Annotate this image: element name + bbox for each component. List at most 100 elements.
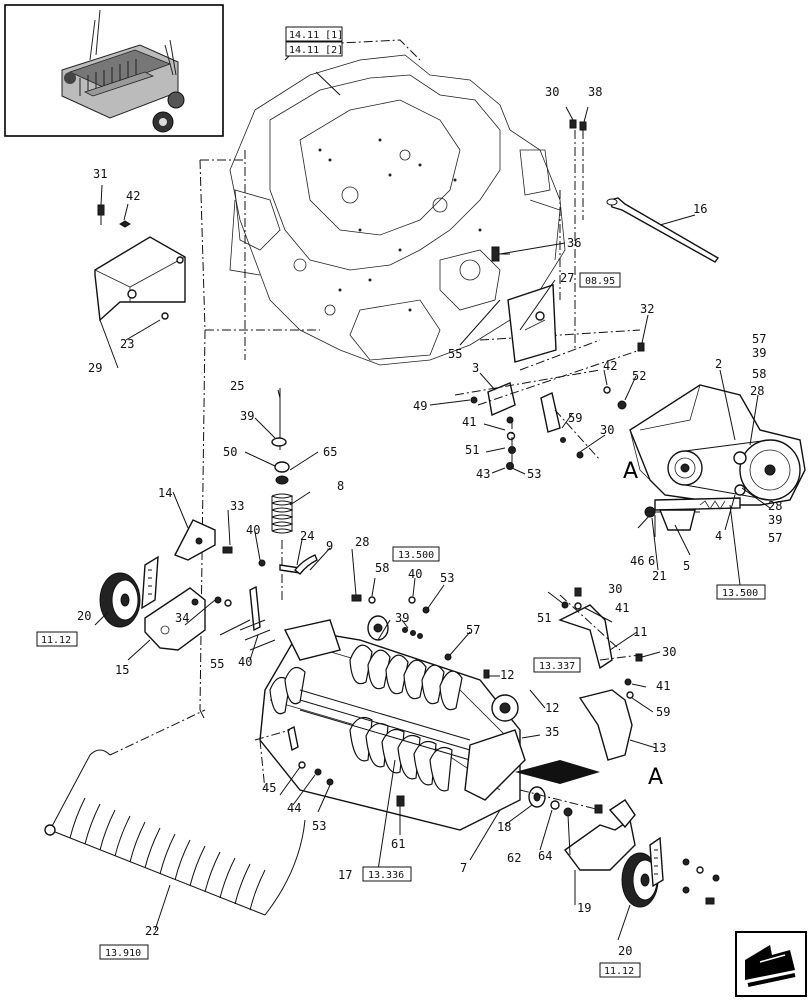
callout-7: 7 <box>460 861 467 875</box>
callout-41c: 41 <box>656 679 670 693</box>
ref-11-12-right: 11.12 <box>604 966 634 977</box>
pickup-assembly <box>259 615 526 831</box>
callout-27: 27 <box>560 271 574 285</box>
callout-49: 49 <box>413 399 427 413</box>
callout-4: 4 <box>715 529 722 543</box>
callout-43: 43 <box>476 467 490 481</box>
right-upper-hardware <box>454 342 645 470</box>
reference-boxes: 14.11 [1] 14.11 [2] 08.95 13.500 13.500 … <box>36 26 766 978</box>
callout-40b: 40 <box>408 567 422 581</box>
spring-coils <box>271 493 294 534</box>
callout-52: 52 <box>632 369 646 383</box>
callout-59a: 59 <box>568 411 582 425</box>
callout-39a: 39 <box>240 409 254 423</box>
callout-42a: 42 <box>126 189 140 203</box>
callout-58b: 58 <box>375 561 389 575</box>
callout-51b: 51 <box>537 611 551 625</box>
inset-overview-view <box>4 4 224 137</box>
callout-8: 8 <box>337 479 344 493</box>
callout-61: 61 <box>391 837 405 851</box>
callout-30a: 30 <box>545 85 559 99</box>
callout-30d: 30 <box>662 645 676 659</box>
callout-28b: 28 <box>750 384 764 398</box>
callout-16: 16 <box>693 202 707 216</box>
part-22-wind-guard <box>44 709 306 916</box>
callout-57a: 57 <box>752 332 766 346</box>
callout-20a: 20 <box>77 609 91 623</box>
callout-14: 14 <box>158 486 172 500</box>
ref-14-11-2: 14.11 [2] <box>289 45 343 56</box>
callout-9: 9 <box>326 539 333 553</box>
callout-58a: 58 <box>752 367 766 381</box>
callout-leaders <box>94 71 771 941</box>
part-15-plate <box>144 587 206 651</box>
view-label-a-detail: A <box>623 459 638 484</box>
callout-5: 5 <box>683 559 690 573</box>
callout-12b: 12 <box>545 701 559 715</box>
callout-39c: 39 <box>752 346 766 360</box>
callout-15: 15 <box>115 663 129 677</box>
ref-13-910: 13.910 <box>105 948 141 959</box>
callout-65: 65 <box>323 445 337 459</box>
callout-64: 64 <box>538 849 552 863</box>
callout-20b: 20 <box>618 944 632 958</box>
callout-34: 34 <box>175 611 189 625</box>
callout-45: 45 <box>262 781 276 795</box>
callout-30c: 30 <box>608 582 622 596</box>
callout-36: 36 <box>567 236 581 250</box>
callout-41a: 41 <box>462 415 476 429</box>
callout-25: 25 <box>230 379 244 393</box>
callout-55a: 55 <box>448 347 462 361</box>
callout-19: 19 <box>577 901 591 915</box>
ref-13-500-b: 13.500 <box>722 588 758 599</box>
callout-23: 23 <box>120 337 134 351</box>
ref-14-11-1: 14.11 [1] <box>289 30 343 41</box>
next-page-arrow-icon[interactable] <box>735 931 807 997</box>
part-20-wheel-right <box>564 799 720 908</box>
pickup-tine-bands <box>269 644 463 792</box>
callout-39b: 39 <box>395 611 409 625</box>
callout-39d: 39 <box>768 513 782 527</box>
bolts-30-38 <box>569 119 587 350</box>
part-16-rod <box>606 197 720 263</box>
spring-assembly-8 <box>271 388 294 600</box>
callout-18: 18 <box>497 820 511 834</box>
part-14-bracket <box>174 519 216 561</box>
callout-3: 3 <box>472 361 479 375</box>
callout-62: 62 <box>507 851 521 865</box>
callout-38: 38 <box>588 85 602 99</box>
callout-24: 24 <box>300 529 314 543</box>
part-27-bracket <box>507 284 557 363</box>
callout-22: 22 <box>145 924 159 938</box>
callout-57c: 57 <box>768 531 782 545</box>
callout-35: 35 <box>545 725 559 739</box>
view-label-a-arrow: A <box>648 765 663 790</box>
part-20-wheel-left <box>99 555 159 628</box>
ref-13-337: 13.337 <box>539 661 575 672</box>
lower-hardware <box>254 725 601 817</box>
callout-12a: 12 <box>500 668 514 682</box>
callout-40c: 40 <box>238 655 252 669</box>
view-a-arrow <box>515 760 600 784</box>
callout-13: 13 <box>652 741 666 755</box>
callout-numbers: 2 3 4 5 6 7 8 9 11 12 12 13 14 15 16 17 … <box>77 85 782 958</box>
callout-53c: 53 <box>312 819 326 833</box>
callout-59b: 59 <box>656 705 670 719</box>
callout-57b: 57 <box>466 623 480 637</box>
callout-44: 44 <box>287 801 301 815</box>
callout-28a: 28 <box>355 535 369 549</box>
callout-40a: 40 <box>246 523 260 537</box>
callout-6: 6 <box>648 554 655 568</box>
callout-29: 29 <box>88 361 102 375</box>
baler-thumbnail <box>61 9 185 133</box>
callout-21: 21 <box>652 569 666 583</box>
callout-30b: 30 <box>600 423 614 437</box>
callout-50: 50 <box>223 445 237 459</box>
callout-2: 2 <box>715 357 722 371</box>
callout-32: 32 <box>640 302 654 316</box>
callout-28c: 28 <box>768 499 782 513</box>
callout-41b: 41 <box>615 601 629 615</box>
callout-42b: 42 <box>603 359 617 373</box>
detail-view-a <box>629 384 806 531</box>
ref-11-12-left: 11.12 <box>41 635 71 646</box>
